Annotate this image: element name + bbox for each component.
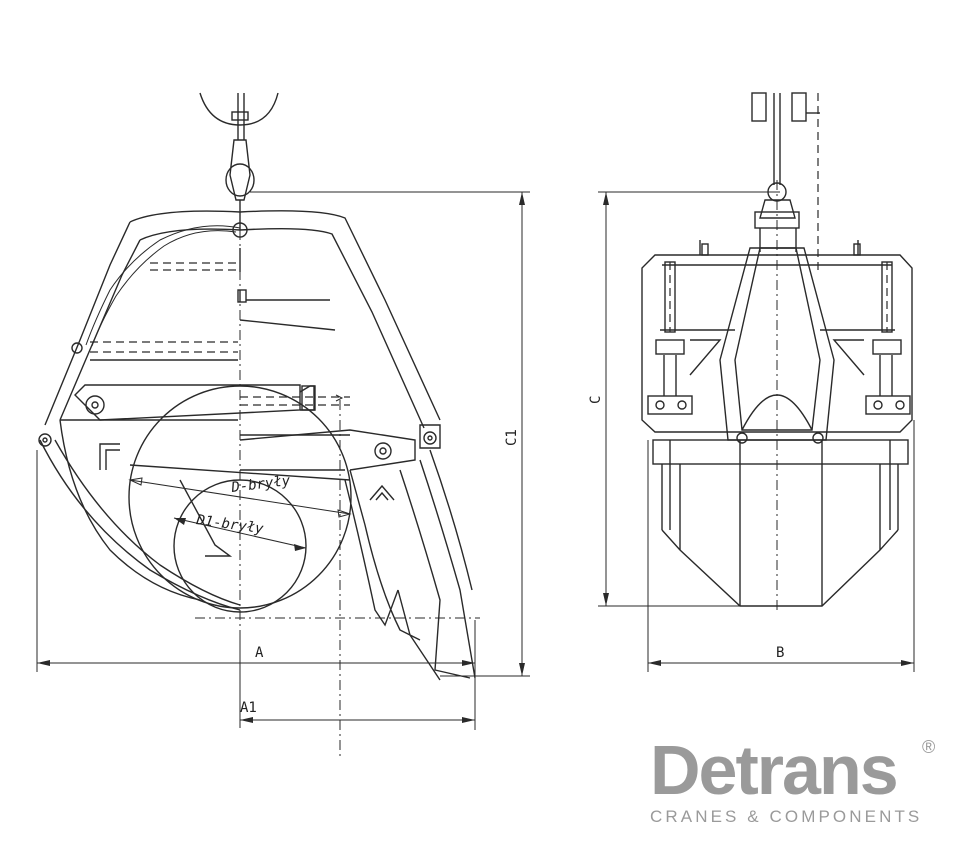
dimension-c1-label: C1 <box>504 429 520 446</box>
dimension-a-label: A <box>255 645 264 661</box>
dimension-d1-label: D1-bryły <box>194 512 265 537</box>
logo-wordmark: Detrans <box>650 731 899 809</box>
dimension-a1-label: A1 <box>240 700 257 716</box>
front-view: C B <box>588 92 915 672</box>
registered-mark: ® <box>922 737 936 757</box>
dimension-b-label: B <box>776 645 784 661</box>
detrans-logo: Detrans ® CRANES & COMPONENTS <box>650 735 940 827</box>
side-view: D-bryły D1-bryły C1 A A1 <box>36 92 530 760</box>
dimension-d-label: D-bryły <box>230 473 292 496</box>
logo-tagline: CRANES & COMPONENTS <box>650 807 923 826</box>
dimension-c-label: C <box>588 396 604 404</box>
